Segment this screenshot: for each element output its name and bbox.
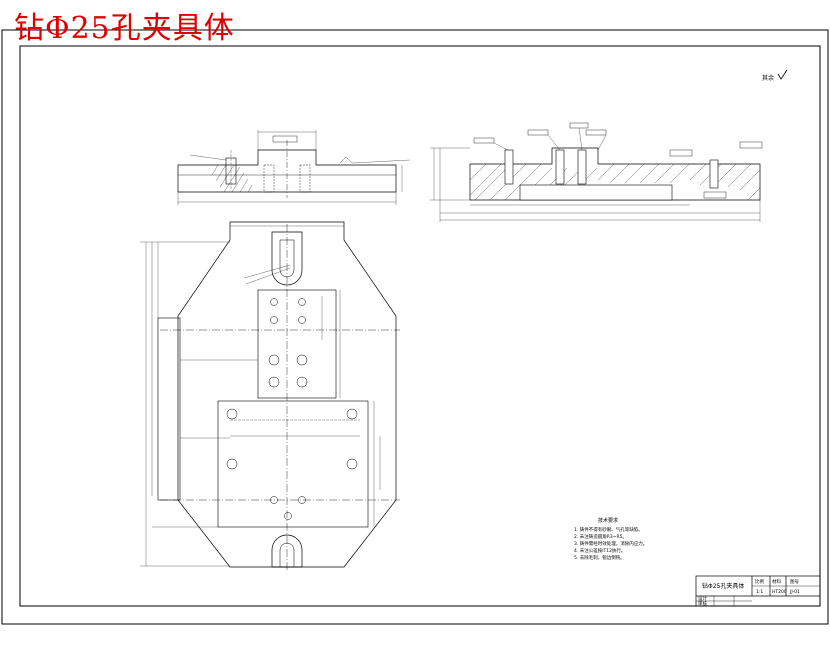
titleblock-material-label: 材料 (772, 578, 781, 585)
note-item: 2. 未注铸造圆角R3~R5。 (574, 533, 627, 540)
plan-view (140, 221, 400, 570)
titleblock-scale: 1:1 (756, 589, 763, 595)
notes-heading: 技术要求 (598, 517, 618, 524)
titleblock-sheet: JJ-01 (789, 589, 800, 595)
outer-border (1, 29, 829, 625)
inner-border (19, 45, 821, 607)
note-item: 4. 未注公差按IT12执行。 (574, 547, 626, 554)
note-item: 1. 铸件不得有砂眼、气孔等缺陷。 (574, 526, 643, 533)
front-view (177, 130, 411, 205)
drawing-title: 钻Φ25孔夹具体 (14, 11, 235, 46)
note-item: 3. 铸件需经时效处理，消除内应力。 (574, 540, 647, 547)
titleblock-check: 审核 (698, 600, 707, 607)
roughness-label: 其余 (762, 74, 774, 82)
roughness-mark: 其余 (762, 69, 788, 82)
titleblock-material: HT200 (772, 589, 787, 595)
titleblock-design: 设计 (698, 595, 707, 602)
titleblock-sheet-label: 图号 (790, 579, 799, 585)
note-item: 5. 去除毛刺，锐边倒钝。 (574, 554, 625, 561)
title-block (695, 575, 821, 607)
titleblock-name: 钻Φ25孔夹具体 (702, 582, 744, 590)
technical-notes: 技术要求 1. 铸件不得有砂眼、气孔等缺陷。 2. 未注铸造圆角R3~R5。 3… (574, 517, 647, 561)
titleblock-scale-label: 比例 (755, 578, 764, 585)
section-view (430, 122, 763, 222)
